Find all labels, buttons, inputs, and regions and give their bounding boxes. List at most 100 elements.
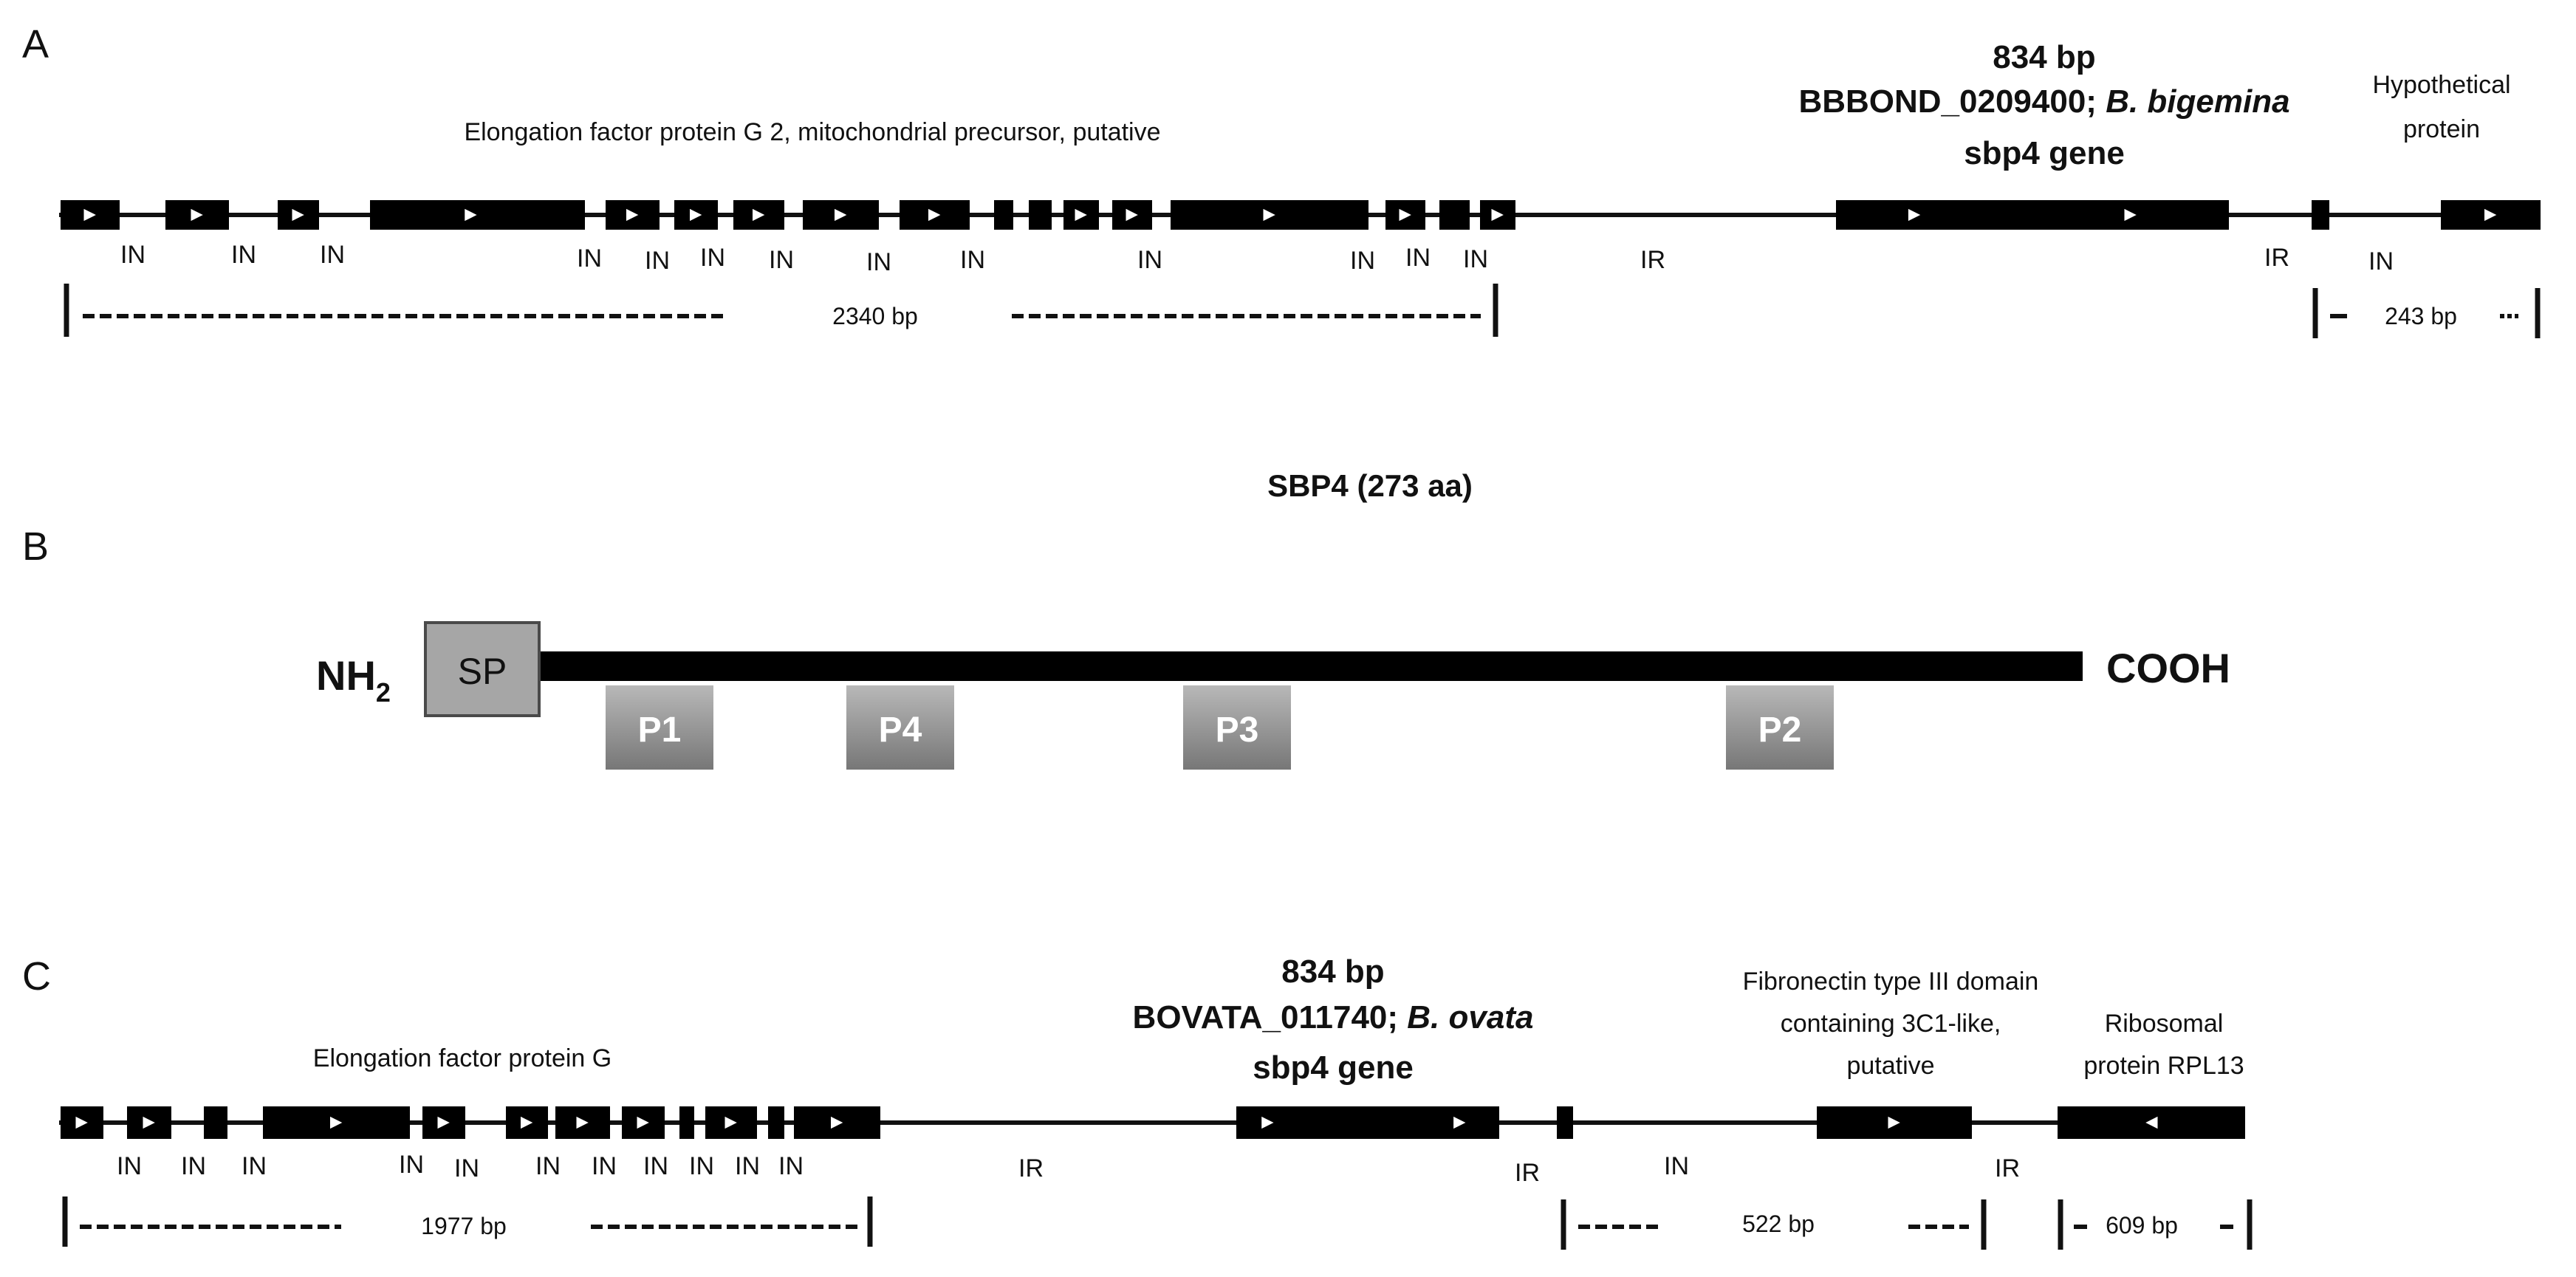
panel-c-exon-5-strand-arrow-1 [436, 1115, 452, 1130]
panel-a-exon-13-strand-arrow-1 [1125, 208, 1140, 222]
panel-a-exon-8 [803, 200, 879, 230]
peptide-p1: P1 [606, 685, 713, 770]
panel-c-bracket-left-label: 1977 bp [421, 1213, 507, 1239]
panel-c: C Elongation factor protein G 834 bp BOV… [22, 954, 2253, 1250]
panel-c-intron-label-11: IN [778, 1152, 804, 1180]
panel-c-ef-label: Elongation factor protein G [313, 1044, 612, 1072]
panel-c-fn-line1: Fibronectin type III domain [1743, 968, 2039, 996]
panel-a-exon-4-strand-arrow-1 [464, 208, 479, 222]
panel-c-intron-label-6: IN [535, 1152, 561, 1180]
panel-c-exon-15 [1817, 1106, 1972, 1139]
panel-a-exon-11 [1029, 200, 1052, 230]
panel-c-exon-13-strand-arrow-1 [1261, 1115, 1275, 1130]
panel-c-intron-label-9: IN [689, 1152, 714, 1180]
panel-a-exon-15-strand-arrow-1 [1398, 208, 1414, 222]
panel-c-exon-11 [768, 1106, 784, 1139]
panel-a-exon-10 [994, 200, 1013, 230]
panel-c-exon-1 [61, 1106, 103, 1139]
peptide-p3-label: P3 [1216, 711, 1259, 750]
panel-a-intron-label-7: IN [769, 246, 794, 274]
panel-c-exon-15-strand-arrow-1 [1887, 1115, 1902, 1130]
panel-a-intron-label-3: IN [320, 241, 345, 269]
panel-a-exon-8-strand-arrow-1 [834, 208, 849, 222]
panel-a-exon-9-strand-arrow-1 [928, 208, 942, 222]
panel-b-nh2-text: NH [316, 652, 376, 699]
peptide-p3: P3 [1183, 685, 1291, 770]
panel-c-gene-size: 834 bp [1281, 954, 1384, 990]
panel-a-gene-id-line: BBBOND_0209400; B. bigemina [1798, 83, 2289, 120]
panel-c-gene-name: sbp4 gene [1253, 1050, 1414, 1086]
panel-c-exon-10 [705, 1106, 757, 1139]
panel-c-exons [61, 1106, 2245, 1139]
panel-c-intron-label-1: IN [117, 1152, 142, 1180]
panel-a-exon-1-strand-arrow-1 [83, 208, 98, 222]
panel-c-bracket-mid-label: 522 bp [1742, 1211, 1815, 1237]
panel-c-exon-13 [1236, 1106, 1499, 1139]
panel-a-exon-7-strand-arrow-1 [752, 208, 767, 222]
panel-c-exon-7 [555, 1106, 610, 1139]
peptide-p2-box [1726, 685, 1834, 770]
panel-a-gene-id: BBBOND_0209400; [1798, 83, 2106, 120]
panel-a-ef-label: Elongation factor protein G 2, mitochond… [464, 118, 1160, 146]
panel-a-gene-name: sbp4 gene [1964, 135, 2125, 171]
panel-a-intron-label-1: IN [120, 241, 145, 269]
panel-c-exon-7-strand-arrow-1 [575, 1115, 591, 1130]
panel-a-exon-19 [2312, 200, 2329, 230]
panel-a-exon-7 [733, 200, 784, 230]
panel-c-fn-line3: putative [1846, 1052, 1934, 1080]
panel-a-intron-label-5: IN [645, 247, 670, 275]
panel-a-gene-size: 834 bp [1993, 39, 2095, 75]
panel-c-exon-12-strand-arrow-1 [830, 1115, 845, 1130]
signal-peptide-label: SP [458, 651, 507, 692]
panel-a-exon-10-box [994, 200, 1013, 230]
panel-a-exon-5 [606, 200, 660, 230]
panel-a-exon-11-box [1029, 200, 1052, 230]
panel-c-exon-2 [127, 1106, 171, 1139]
panel-a-exon-14-strand-arrow-1 [1262, 208, 1278, 222]
panel-c-intron-label-5: IN [454, 1154, 479, 1182]
peptide-p4-label: P4 [879, 711, 922, 750]
panel-c-letter: C [22, 954, 51, 999]
panel-a-hyp-line2: protein [2403, 115, 2480, 143]
panel-a-exon-12-strand-arrow-1 [1074, 208, 1089, 222]
peptide-p1-label: P1 [638, 711, 682, 750]
panel-a-intron-label-11: IN [1350, 247, 1375, 275]
panel-b-title: SBP4 (273 aa) [1267, 468, 1473, 503]
peptide-p2-label: P2 [1758, 711, 1802, 750]
panel-a-exon-2 [165, 200, 229, 230]
panel-c-exon-2-strand-arrow-1 [142, 1115, 157, 1130]
signal-peptide-box [424, 621, 541, 717]
panel-a-exon-3 [278, 200, 319, 230]
panel-c-bracket-right-label: 609 bp [2106, 1212, 2178, 1239]
panel-c-intergenic-label-2: IR [1515, 1159, 1540, 1187]
panel-a-exon-20 [2441, 200, 2541, 230]
panel-a-exon-18-box [1836, 200, 2229, 230]
panel-c-exon-10-strand-arrow-1 [724, 1115, 739, 1130]
panel-a-intron-label-6: IN [700, 244, 725, 272]
panel-a-intron-label-8: IN [866, 248, 891, 276]
panel-b-nh2-sub: 2 [376, 677, 391, 708]
panel-a-exon-2-strand-arrow-1 [190, 208, 205, 222]
panel-a-exon-16 [1439, 200, 1470, 230]
panel-c-fn-line2: containing 3C1-like, [1781, 1010, 2001, 1038]
panel-c-exon-16-strand-arrow-1 [2143, 1115, 2159, 1130]
panel-b-letter: B [22, 524, 49, 569]
panel-a-exon-13 [1112, 200, 1152, 230]
panel-c-intron-label-3: IN [242, 1152, 267, 1180]
panel-c-intron-label-4: IN [399, 1151, 424, 1179]
panel-a-exon-3-strand-arrow-1 [291, 208, 306, 222]
peptide-p3-box [1183, 685, 1291, 770]
panel-a-exons [61, 200, 2541, 230]
peptide-p1-box [606, 685, 713, 770]
panel-c-gene-species: B. ovata [1407, 999, 1533, 1035]
panel-c-intron-label-12: IN [1664, 1152, 1689, 1180]
panel-c-exon-4-strand-arrow-1 [329, 1115, 344, 1130]
panel-a-exon-17 [1480, 200, 1515, 230]
panel-c-intron-label-7: IN [592, 1152, 617, 1180]
panel-c-exon-16 [2058, 1106, 2245, 1139]
panel-a-exon-18-strand-arrow-1 [1907, 208, 1922, 222]
